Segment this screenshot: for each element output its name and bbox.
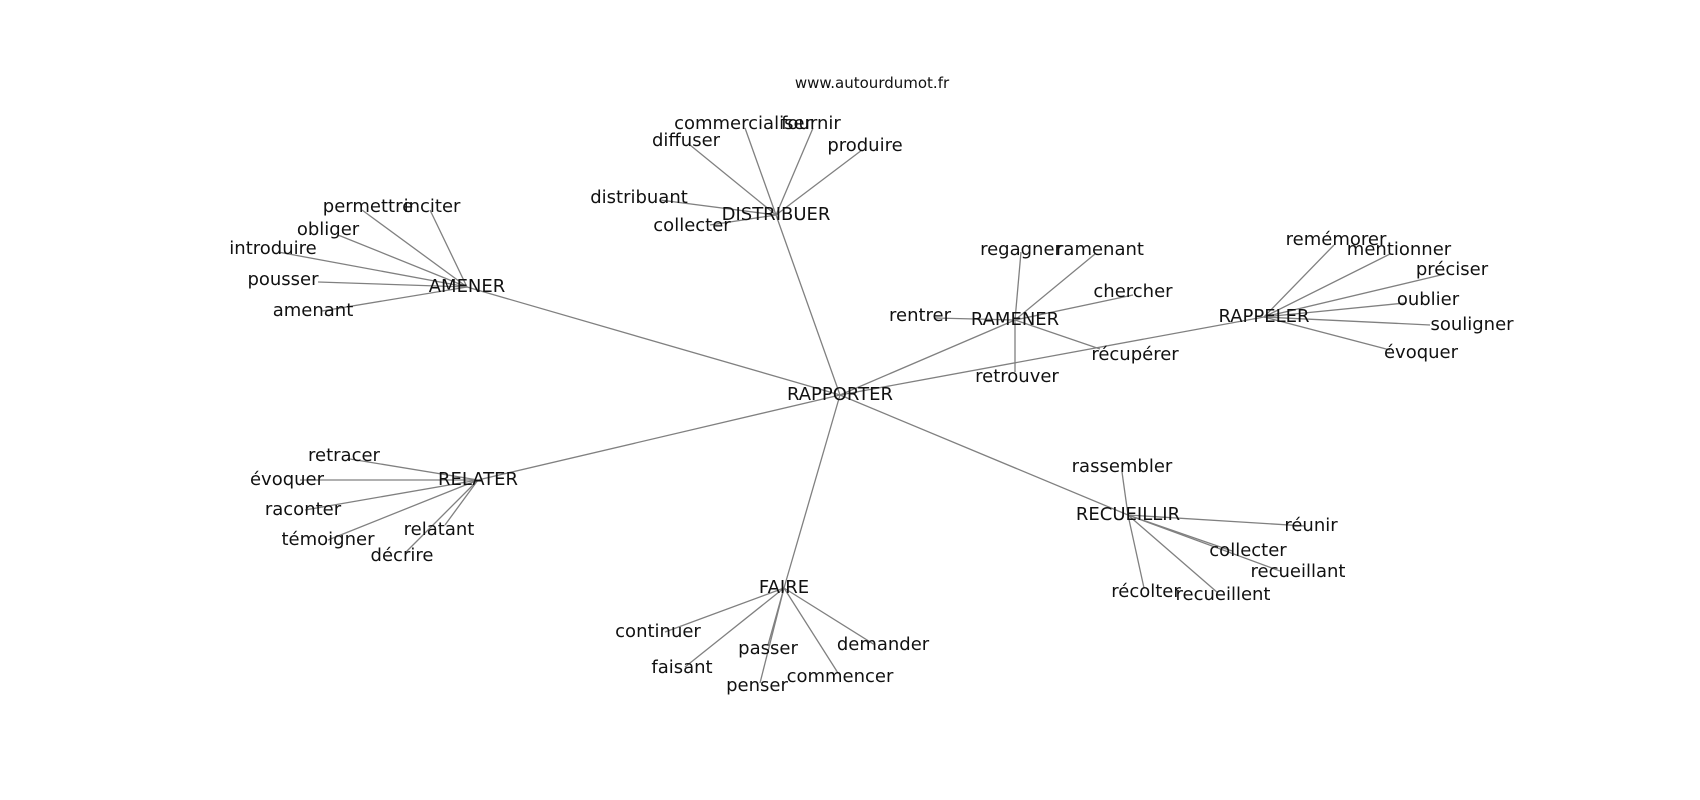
leaf-node-relater-decrire: décrire bbox=[371, 545, 434, 566]
edge-relater-temoigner bbox=[327, 479, 479, 541]
edge-recueillir-reunir bbox=[1127, 514, 1306, 527]
leaf-node-faire-continuer: continuer bbox=[615, 621, 701, 642]
leaf-node-ramener-recuperer: récupérer bbox=[1091, 344, 1179, 365]
leaf-node-recueillir-reunir: réunir bbox=[1284, 515, 1338, 536]
leaf-node-ramener-chercher: chercher bbox=[1093, 281, 1173, 302]
leaf-node-rappeler-souligner: souligner bbox=[1430, 314, 1514, 335]
leaf-node-distribuer-distribuant: distribuant bbox=[590, 187, 688, 208]
edge-root-faire bbox=[783, 394, 841, 589]
edge-root-ramener bbox=[839, 319, 1016, 396]
leaf-node-recueillir-recueillant: recueillant bbox=[1251, 561, 1346, 582]
leaf-node-rappeler-rememorer: remémorer bbox=[1286, 229, 1387, 250]
edge-relater-decrire bbox=[404, 479, 479, 554]
edge-root-distribuer bbox=[775, 214, 841, 396]
leaf-node-relater-temoigner: témoigner bbox=[282, 529, 376, 550]
edge-faire-faisant bbox=[684, 587, 785, 668]
leaf-node-distribuer-collecter: collecter bbox=[653, 215, 731, 236]
edge-relater-raconter bbox=[304, 479, 479, 511]
leaf-node-recueillir-recueillent: recueillent bbox=[1175, 584, 1270, 605]
edge-root-amener bbox=[466, 286, 841, 396]
edge-recueillir-recueillant bbox=[1127, 514, 1281, 572]
leaf-node-ramener-rentrer: rentrer bbox=[889, 305, 952, 326]
leaf-node-amener-permettre: permettre bbox=[323, 196, 413, 217]
leaf-node-amener-obliger: obliger bbox=[297, 219, 360, 240]
leaf-node-relater-raconter: raconter bbox=[265, 499, 342, 520]
edge-rappeler-evoquer bbox=[1263, 316, 1391, 351]
edge-faire-penser bbox=[759, 587, 785, 684]
edge-rappeler-souligner bbox=[1263, 316, 1431, 326]
edge-distribuer-commercialiser bbox=[744, 127, 777, 216]
edge-ramener-recuperer bbox=[1014, 319, 1101, 350]
leaf-node-rappeler-evoquer: évoquer bbox=[1384, 342, 1459, 363]
edge-distribuer-fournir bbox=[775, 127, 814, 216]
edge-distribuer-collecter bbox=[709, 214, 777, 226]
edge-amener-amenant bbox=[321, 286, 468, 312]
edge-root-recueillir bbox=[839, 394, 1129, 516]
leaf-node-rappeler-oublier: oublier bbox=[1397, 289, 1460, 310]
root-node-rapporter: RAPPORTER bbox=[787, 384, 893, 405]
leaf-node-faire-commencer: commencer bbox=[787, 666, 894, 687]
hub-node-amener: AMENER bbox=[429, 276, 506, 297]
edge-distribuer-diffuser bbox=[689, 144, 777, 216]
leaf-node-ramener-ramenant: ramenant bbox=[1056, 239, 1144, 260]
edge-ramener-regagner bbox=[1014, 251, 1022, 321]
edge-faire-continuer bbox=[664, 587, 785, 633]
edge-rappeler-mentionner bbox=[1263, 253, 1391, 318]
edge-relater-relatant bbox=[444, 479, 479, 526]
edge-recueillir-rassembler bbox=[1121, 471, 1129, 516]
edge-relater-retracer bbox=[349, 458, 479, 481]
hub-node-relater: RELATER bbox=[438, 469, 518, 490]
hub-node-rappeler: RAPPELER bbox=[1218, 306, 1309, 327]
leaf-node-rappeler-preciser: préciser bbox=[1416, 259, 1489, 280]
edge-ramener-chercher bbox=[1014, 294, 1134, 321]
leaf-node-faire-penser: penser bbox=[726, 675, 788, 696]
leaf-node-faire-demander: demander bbox=[837, 634, 930, 655]
leaf-node-distribuer-diffuser: diffuser bbox=[652, 130, 721, 151]
leaf-node-ramener-regagner: regagner bbox=[980, 239, 1062, 260]
edge-ramener-ramenant bbox=[1014, 253, 1096, 321]
leaf-node-distribuer-produire: produire bbox=[827, 135, 902, 156]
leaf-node-recueillir-collecter: collecter bbox=[1209, 540, 1287, 561]
edge-faire-demander bbox=[783, 587, 876, 646]
leaf-node-amener-inciter: inciter bbox=[404, 196, 461, 217]
leaf-node-recueillir-rassembler: rassembler bbox=[1072, 456, 1173, 477]
edge-distribuer-produire bbox=[775, 149, 863, 216]
leaf-node-distribuer-fournir: fournir bbox=[781, 113, 841, 134]
edge-recueillir-recolter bbox=[1127, 514, 1145, 589]
source-watermark: www.autourdumot.fr bbox=[795, 74, 950, 92]
edge-root-relater bbox=[477, 394, 841, 481]
edge-rappeler-rememorer bbox=[1263, 244, 1335, 318]
edge-distribuer-distribuant bbox=[659, 199, 777, 216]
edge-root-rappeler bbox=[839, 316, 1265, 396]
hub-node-distribuer: DISTRIBUER bbox=[722, 204, 831, 225]
leaf-node-faire-passer: passer bbox=[738, 638, 798, 659]
hub-node-faire: FAIRE bbox=[759, 577, 809, 598]
edge-faire-commencer bbox=[783, 587, 839, 674]
edge-rappeler-preciser bbox=[1263, 273, 1446, 318]
leaf-node-recueillir-recolter: récolter bbox=[1111, 581, 1181, 602]
edge-recueillir-recueillent bbox=[1127, 514, 1219, 594]
leaf-node-faire-faisant: faisant bbox=[651, 657, 712, 678]
leaf-node-ramener-retrouver: retrouver bbox=[975, 366, 1059, 387]
leaf-node-amener-introduire: introduire bbox=[229, 238, 316, 259]
edge-amener-introduire bbox=[277, 251, 468, 288]
leaf-node-relater-relatant: relatant bbox=[404, 519, 475, 540]
leaf-node-relater-retracer: retracer bbox=[308, 445, 381, 466]
edge-amener-obliger bbox=[337, 234, 468, 288]
leaf-node-rappeler-mentionner: mentionner bbox=[1347, 239, 1452, 260]
leaf-node-amener-amenant: amenant bbox=[273, 300, 354, 321]
edge-amener-permettre bbox=[361, 209, 468, 288]
hub-node-ramener: RAMENER bbox=[971, 309, 1059, 330]
leaf-node-amener-pousser: pousser bbox=[247, 269, 319, 290]
edge-ramener-rentrer bbox=[934, 317, 1016, 321]
hub-node-recueillir: RECUEILLIR bbox=[1076, 504, 1180, 525]
leaf-node-relater-evoquer: évoquer bbox=[250, 469, 325, 490]
leaf-node-distribuer-commercialiser: commercialiser bbox=[674, 113, 812, 134]
edge-amener-pousser bbox=[317, 281, 468, 288]
edge-layer bbox=[277, 127, 1446, 684]
edge-amener-inciter bbox=[429, 209, 468, 288]
edge-rappeler-oublier bbox=[1263, 302, 1406, 318]
